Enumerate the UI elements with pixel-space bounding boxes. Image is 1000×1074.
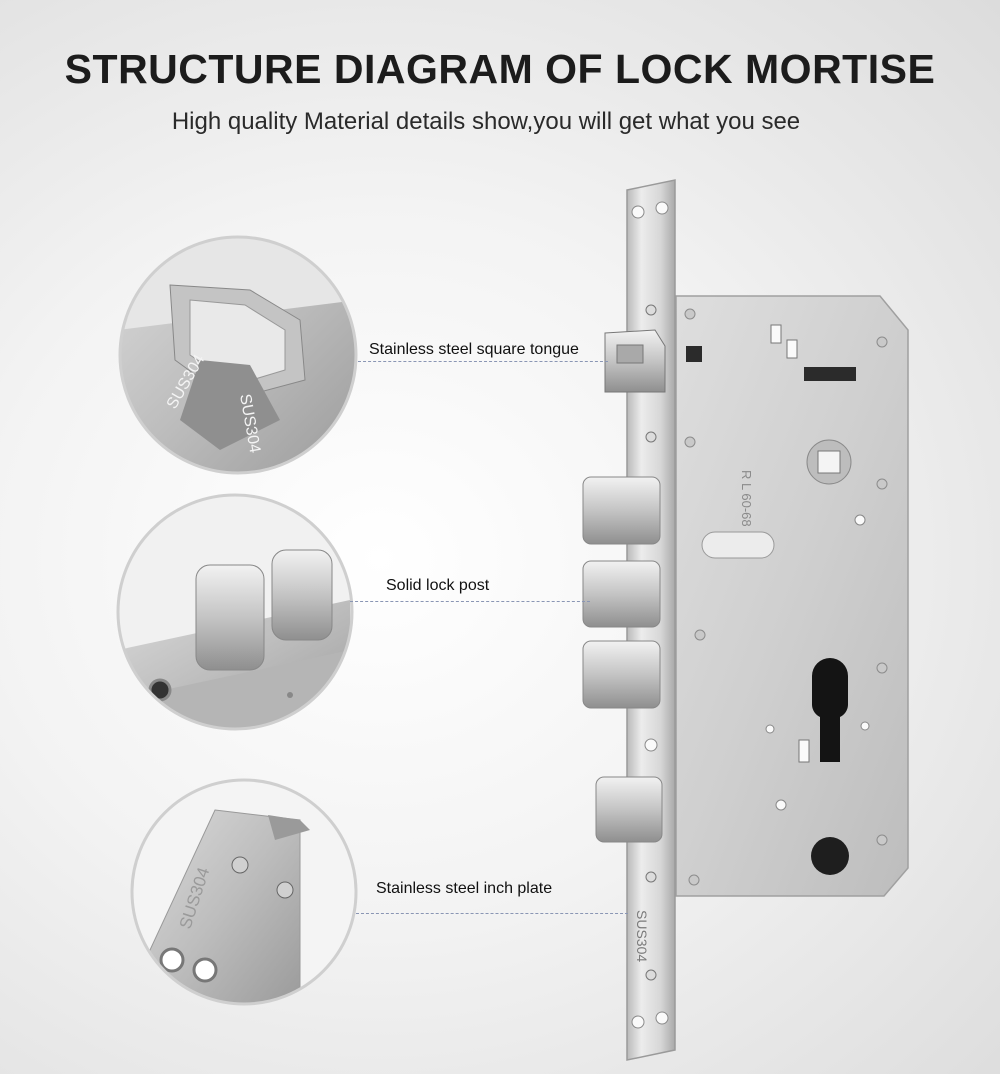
leader-line-lock-post: [350, 601, 590, 602]
model-engraving: R L 60-68: [739, 470, 754, 527]
callout-lock-post: Solid lock post: [386, 577, 490, 594]
callout-square-tongue: Stainless steel square tongue: [369, 341, 579, 358]
page-title: STRUCTURE DIAGRAM OF LOCK MORTISE: [64, 46, 936, 92]
detail-circle-inch-plate: SUS304: [130, 778, 358, 1006]
leader-line-square-tongue: [358, 361, 608, 362]
detail-circle-square-tongue: SUS304 SUS304: [118, 235, 358, 475]
leader-line-inch-plate: [356, 913, 628, 914]
mortise-lock-body: R L 60-68 SUS304: [582, 179, 909, 1061]
faceplate-material-engraving: SUS304: [634, 910, 650, 962]
page-subtitle: High quality Material details show,you w…: [171, 108, 801, 135]
callout-inch-plate: Stainless steel inch plate: [376, 880, 553, 897]
detail-circle-lock-post: [116, 493, 354, 731]
